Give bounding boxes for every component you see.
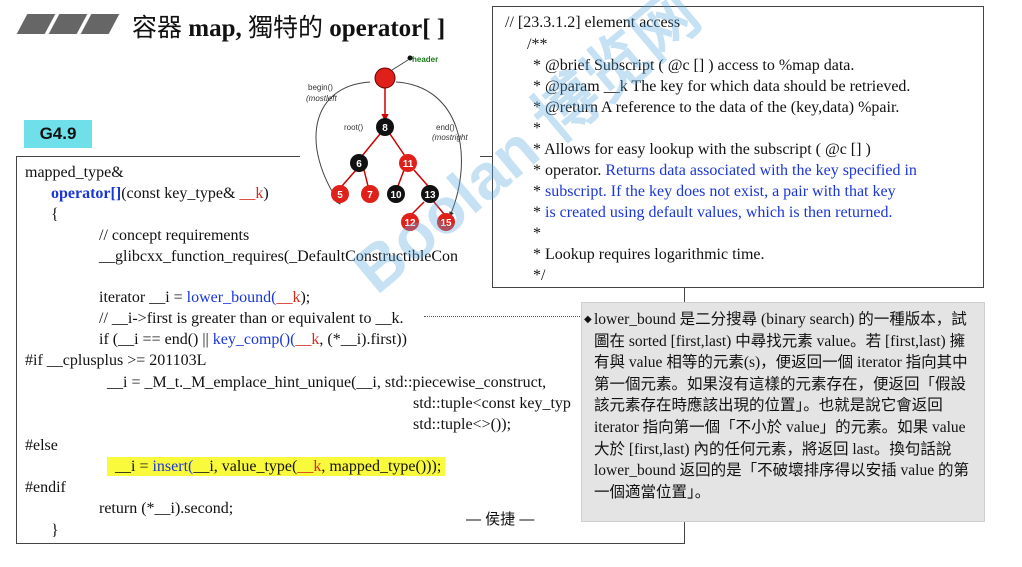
begin-label: begin() [308, 83, 333, 92]
code-line-16: return (*__i).second; [99, 500, 234, 517]
author-signature: — 侯捷 — [466, 511, 535, 528]
begin-curve [315, 81, 371, 205]
code-line-6: iterator __i = lower_bound(__k); [99, 288, 310, 308]
doc-comment-panel: // [23.3.1.2] element access /** * @brie… [492, 6, 984, 288]
header-dot [407, 55, 413, 61]
key-param: __k [297, 458, 322, 475]
connector-dotted-line [424, 316, 584, 317]
doc-text-blue: Returns data associated with the key spe… [605, 162, 917, 179]
lower-bound-call: lower_bound( [186, 289, 277, 306]
lower-bound-note: ◆ lower_bound 是二分搜尋 (binary search) 的一種版… [581, 302, 985, 522]
node-label: 5 [337, 190, 343, 201]
title-operator: operator[ ] [329, 15, 446, 42]
note-body: ◆ lower_bound 是二分搜尋 (binary search) 的一種版… [584, 309, 974, 503]
highlighted-insert: __i = insert(__i, value_type(__k, mapped… [107, 457, 446, 476]
code-line-10: __i = _M_t._M_emplace_hint_unique(__i, s… [107, 374, 547, 391]
tree-node [376, 118, 394, 136]
doc-text-blue: subscript. If the key does not exist, a … [545, 183, 896, 200]
doc-text: * operator. [533, 162, 606, 179]
code-line-9: #if __cplusplus >= 201103L [25, 352, 207, 369]
code-line-2: operator[](const key_type& __k) [51, 184, 269, 204]
tree-node [387, 185, 405, 203]
code-line-8: if (__i == end() || key_comp()(__k, (*__… [99, 330, 407, 350]
doc-line-8: * operator. Returns data associated with… [533, 161, 917, 181]
code-text: __i, value_type( [193, 458, 298, 475]
insert-call: insert( [152, 458, 194, 475]
code-text: ); [300, 289, 311, 306]
tree-node [401, 213, 419, 231]
doc-line-10: * is created using default values, which… [533, 203, 892, 223]
code-text: (const key_type& [121, 185, 240, 202]
doc-line-12: * Lookup requires logarithmic time. [533, 246, 765, 263]
slide-title: 容器 map, 獨特的 operator[ ] [132, 8, 445, 44]
code-line-17: } [51, 522, 59, 539]
code-text: , mapped_type())); [321, 458, 442, 475]
node-label: 15 [440, 218, 452, 229]
key-param: __k [295, 331, 320, 348]
doc-line-2: /** [527, 36, 548, 53]
doc-line-9: * subscript. If the key does not exist, … [533, 182, 896, 202]
code-line-14: __i = insert(__i, value_type(__k, mapped… [107, 457, 446, 477]
tree-node [437, 213, 455, 231]
key-comp-call: key_comp()( [212, 331, 296, 348]
tree-node [399, 154, 417, 172]
code-text: ) [263, 185, 269, 202]
end-label: end() [436, 123, 455, 132]
title-bars-decoration [14, 14, 120, 36]
node-label: 12 [404, 218, 416, 229]
doc-text-blue: is created using default values, which i… [545, 204, 893, 221]
code-text: __i = [115, 458, 153, 475]
doc-text: * [533, 183, 545, 200]
code-line-15: #endif [25, 479, 66, 496]
end-curve [395, 81, 462, 217]
root-label: root() [344, 123, 363, 132]
header-pointer [391, 59, 409, 71]
doc-line-1: // [23.3.1.2] element access [505, 14, 681, 31]
tree-node [350, 154, 368, 172]
tree-node [421, 185, 439, 203]
code-line-4: // concept requirements [99, 227, 250, 244]
code-line-7: // __i->first is greater than or equival… [99, 310, 404, 327]
node-label: 11 [403, 159, 414, 170]
title-map: map, [188, 15, 248, 42]
node-label: 8 [382, 123, 388, 134]
node-label: 7 [367, 190, 373, 201]
operator-keyword: operator[] [51, 185, 122, 202]
code-text: if (__i == end() || [99, 331, 213, 348]
code-line-12: std::tuple<>()); [413, 416, 512, 433]
code-line-3: { [51, 206, 59, 223]
note-text: lower_bound 是二分搜尋 (binary search) 的一種版本，… [594, 311, 969, 501]
code-line-1: mapped_type& [25, 164, 124, 181]
tree-node [361, 185, 379, 203]
header-label: header [412, 55, 438, 64]
doc-line-5: * @return A reference to the data of the… [533, 99, 900, 116]
doc-line-13: */ [533, 267, 546, 284]
title-chinese: 容器 [132, 15, 189, 42]
code-line-13: #else [25, 437, 58, 454]
begin-sublabel: (mostleft [306, 94, 337, 103]
code-text: iterator __i = [99, 289, 187, 306]
doc-line-6: * [533, 120, 541, 137]
doc-line-4: * @param __k The key for which data shou… [533, 78, 911, 95]
section-label: G4.9 [24, 120, 92, 148]
doc-line-3: * @brief Subscript ( @c [] ) access to %… [533, 57, 855, 74]
tree-node [331, 185, 349, 203]
node-label: 10 [390, 190, 402, 201]
node-label: 6 [356, 159, 362, 170]
rb-tree-diagram: 8 6 11 5 7 10 13 12 15 header begin() (m… [300, 46, 480, 236]
code-line-5: __glibcxx_function_requires(_DefaultCons… [99, 248, 459, 265]
key-param: __k [239, 185, 264, 202]
key-param: __k [276, 289, 301, 306]
header-node [374, 67, 396, 89]
node-label: 13 [424, 190, 436, 201]
doc-line-7: * Allows for easy lookup with the subscr… [533, 141, 871, 158]
doc-line-11: * [533, 225, 541, 242]
end-sublabel: (mostright [432, 133, 468, 142]
title-chinese-2: 獨特的 [248, 15, 330, 42]
doc-text: * [533, 204, 545, 221]
note-bullet: ◆ [584, 314, 592, 325]
code-text: , (*__i).first)) [319, 331, 407, 348]
code-line-11: std::tuple<const key_typ [413, 395, 571, 412]
